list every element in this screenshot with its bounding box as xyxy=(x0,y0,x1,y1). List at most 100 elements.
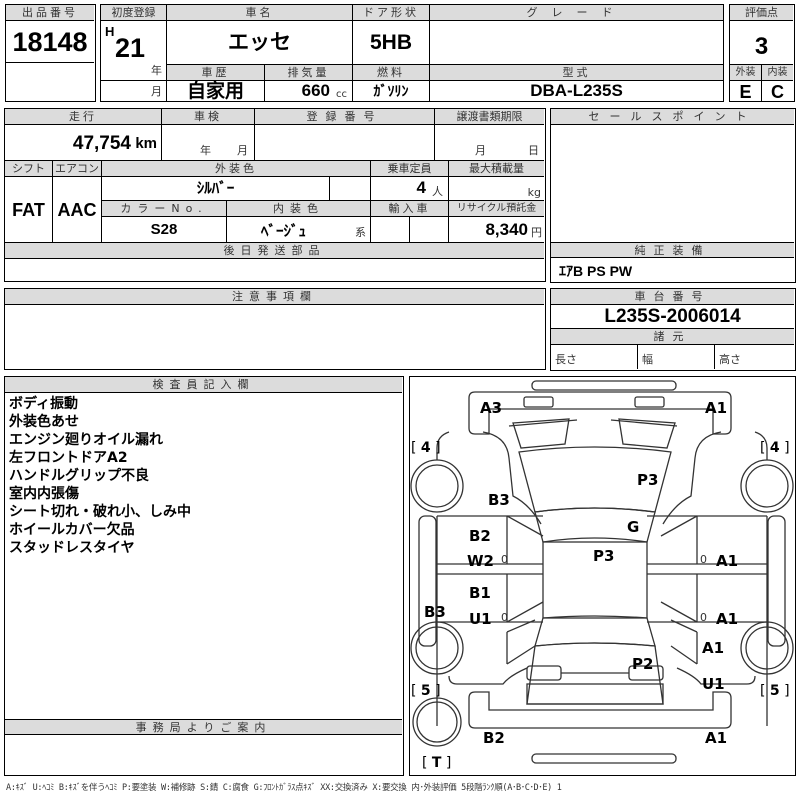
mark-left-front-door-1: B2 xyxy=(469,527,491,545)
import-cell-2 xyxy=(410,217,449,243)
inspection-cell: 年 月 xyxy=(162,125,255,161)
recycle-value: 8,340 xyxy=(485,220,528,239)
int-color-value: ﾍﾞｰｼﾞｭ xyxy=(261,223,307,240)
inspection-label: 車検 xyxy=(162,109,255,125)
reg-number-value xyxy=(255,125,435,161)
reg-year: 21 xyxy=(115,33,146,63)
inspection-month-unit: 月 xyxy=(237,144,248,157)
legend: A:ｷｽﾞ U:ﾍｺﾐ B:ｷｽﾞを伴うﾍｺﾐ P:要塗装 W:補修跡 S:錆 … xyxy=(6,783,562,793)
chassis-number: L235S-2006014 xyxy=(551,305,794,329)
history-value: 自家用 xyxy=(167,81,265,101)
left-front-door-zero: 0 xyxy=(501,553,508,566)
import-label: 輸入車 xyxy=(371,201,449,217)
exterior-label: 外装 xyxy=(730,65,762,81)
grade-label: グレード xyxy=(430,5,723,21)
mark-trunk: P2 xyxy=(632,655,654,673)
details-box: 走行 47,754 km 車検 年 月 登録番号 譲渡書類期限 月 日 シフト … xyxy=(4,108,546,282)
deadline-month-unit: 月 xyxy=(475,144,486,157)
mileage-unit: km xyxy=(135,135,157,152)
max-load-cell: kg xyxy=(449,177,544,201)
exterior-grade: E xyxy=(730,81,762,101)
aircon-value: AAC xyxy=(53,177,102,243)
notes-box: 注意事項欄 xyxy=(4,288,546,370)
tire-rear-left: [ 5 ] xyxy=(411,683,441,699)
remark-item: シート切れ・破れ小、しみ中 xyxy=(9,504,191,520)
specs-label: 諸元 xyxy=(551,329,794,345)
shift-label: シフト xyxy=(5,161,53,177)
recycle-unit: 円 xyxy=(531,226,542,239)
mark-roof: P3 xyxy=(593,547,615,565)
mark-left-front-door-2: W2 xyxy=(467,552,494,570)
interior-label: 内装 xyxy=(762,65,793,81)
mark-right-quarter-1: A1 xyxy=(702,639,725,657)
model-code: DBA-L235S xyxy=(530,81,623,100)
remark-item: 左フロントドアA2 xyxy=(9,450,128,466)
color-no-value: S28 xyxy=(102,217,227,243)
spec-length: 長さ xyxy=(551,345,638,369)
mark-rear-left: B2 xyxy=(483,729,505,747)
left-rear-door-zero: 0 xyxy=(501,611,508,624)
spec-width: 幅 xyxy=(638,345,715,369)
spec-height: 高さ xyxy=(719,353,741,366)
transfer-deadline-cell: 月 日 xyxy=(435,125,544,161)
ext-color-value: ｼﾙﾊﾞｰ xyxy=(102,177,330,201)
first-reg-label: 初度登録 xyxy=(101,5,167,21)
recycle-label: リサイクル預託金 xyxy=(449,201,544,217)
mark-right-rear-door: A1 xyxy=(716,610,739,628)
ext-color-label: 外装色 xyxy=(102,161,371,177)
fuel-label: 燃料 xyxy=(353,65,430,81)
first-reg-year-cell: H 21 年 xyxy=(101,21,167,81)
sales-point-label: セールスポイント xyxy=(551,109,794,125)
import-cell-1 xyxy=(371,217,410,243)
car-outline xyxy=(410,380,794,764)
reg-number-label: 登録番号 xyxy=(255,109,435,125)
int-color-suffix: 系 xyxy=(355,226,366,239)
remark-item: 外装色あせ xyxy=(9,414,79,430)
max-load-label: 最大積載量 xyxy=(449,161,544,177)
notes-label: 注意事項欄 xyxy=(5,289,544,305)
mark-left-sill: B3 xyxy=(424,603,446,621)
fuel-value: ｶﾞｿﾘﾝ xyxy=(353,81,430,101)
aircon-label: エアコン xyxy=(53,161,102,177)
remark-item: スタッドレスタイヤ xyxy=(9,540,135,556)
first-reg-month-cell: 月 xyxy=(101,81,167,101)
displacement-value: 660 xyxy=(301,81,330,100)
right-front-door-zero: 0 xyxy=(700,553,707,566)
score-box: 評価点 3 外装 内装 E C xyxy=(729,4,795,102)
mark-left-rear-door-2: U1 xyxy=(469,610,492,628)
score-value: 3 xyxy=(730,21,793,65)
equipment-label: 純正装備 xyxy=(551,242,794,258)
month-unit: 月 xyxy=(151,85,162,98)
mark-left-fender: B3 xyxy=(488,491,510,509)
grade-value xyxy=(430,21,723,65)
vehicle-info-box: 初度登録 H 21 年 月 車名 エッセ ドア形状 5HB グレード 車歴 自家… xyxy=(100,4,724,102)
mark-windshield: G xyxy=(627,518,640,536)
mark-right-front-door: A1 xyxy=(716,552,739,570)
mark-left-rear-door-1: B1 xyxy=(469,584,491,602)
history-label: 車歴 xyxy=(167,65,265,81)
mileage-label: 走行 xyxy=(5,109,162,125)
tire-front-left: [ 4 ] xyxy=(411,440,441,456)
displacement-unit: cc xyxy=(336,89,347,100)
remark-item: ホイールカバー欠品 xyxy=(9,522,135,538)
door-label: ドア形状 xyxy=(353,5,430,21)
capacity-label: 乗車定員 xyxy=(371,161,449,177)
year-unit: 年 xyxy=(151,64,162,77)
mileage-cell: 47,754 km xyxy=(5,125,162,161)
int-color-label: 内装色 xyxy=(227,201,371,217)
equipment-value: ｴｱB PS PW xyxy=(559,263,633,279)
inspector-label: 検査員記入欄 xyxy=(5,377,402,393)
car-name: エッセ xyxy=(167,21,353,65)
spare-tire: [ T ] xyxy=(422,755,452,771)
office-label: 事務局よりご案内 xyxy=(5,719,402,735)
damage-diagram: A3 A1 P3 B3 G P3 B2 W2 0 B1 U1 0 B3 0 A1… xyxy=(409,376,796,776)
int-color-cell: ﾍﾞｰｼﾞｭ 系 xyxy=(227,217,371,243)
era: H xyxy=(105,24,115,39)
score-label: 評価点 xyxy=(730,5,793,21)
deadline-day-unit: 日 xyxy=(528,144,539,157)
capacity-value: 4 xyxy=(416,178,426,197)
door-type: 5HB xyxy=(353,21,430,65)
transfer-deadline-label: 譲渡書類期限 xyxy=(435,109,544,125)
right-rear-door-zero: 0 xyxy=(700,611,707,624)
recycle-cell: 8,340 円 xyxy=(449,217,544,243)
